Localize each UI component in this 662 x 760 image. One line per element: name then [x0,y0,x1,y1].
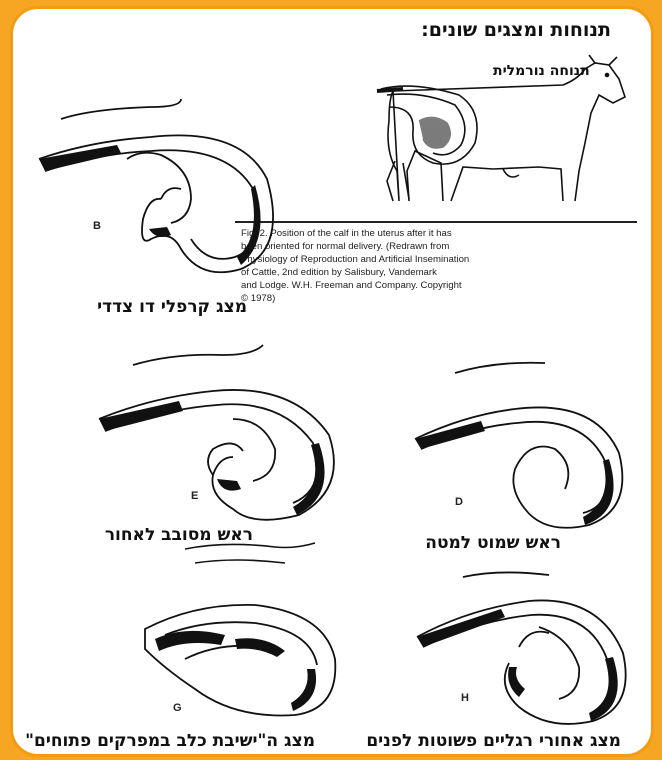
panel-d-diagram: D [405,349,643,531]
figure-caption: Fig. 2. Position of the calf in the uter… [241,227,641,305]
panel-b-caption: מצג קרפלי דו צדדי [97,297,247,317]
panel-d-caption: ראש שמוט למטה [425,533,561,553]
slide-card: תנוחות ומצגים שונים: תנוחה נ [10,6,654,757]
panel-g-diagram: G [125,539,355,725]
normal-position-diagram: תנוחה נורמלית [363,51,641,221]
normal-position-label: תנוחה נורמלית [493,63,590,79]
panel-b-diagram: B [31,89,293,279]
panel-h-diagram: H [409,567,643,727]
cow-illustration: תנוחה נורמלית [363,51,641,221]
panel-b-letter: B [93,220,101,232]
panel-d-letter: D [455,496,463,508]
figure-caption-rule [235,221,637,223]
panel-h-caption: מצג אחורי רגליים פשוטות לפנים [366,731,621,751]
panel-g-letter: G [173,702,182,714]
panel-e-letter: E [191,490,198,502]
panel-h-letter: H [461,692,469,704]
panel-e-diagram: E [93,339,355,525]
panel-g-caption: מצג ה"ישיבת כלב במפרקים פתוחים" [25,731,315,751]
page-title: תנוחות ומצגים שונים: [421,19,611,41]
